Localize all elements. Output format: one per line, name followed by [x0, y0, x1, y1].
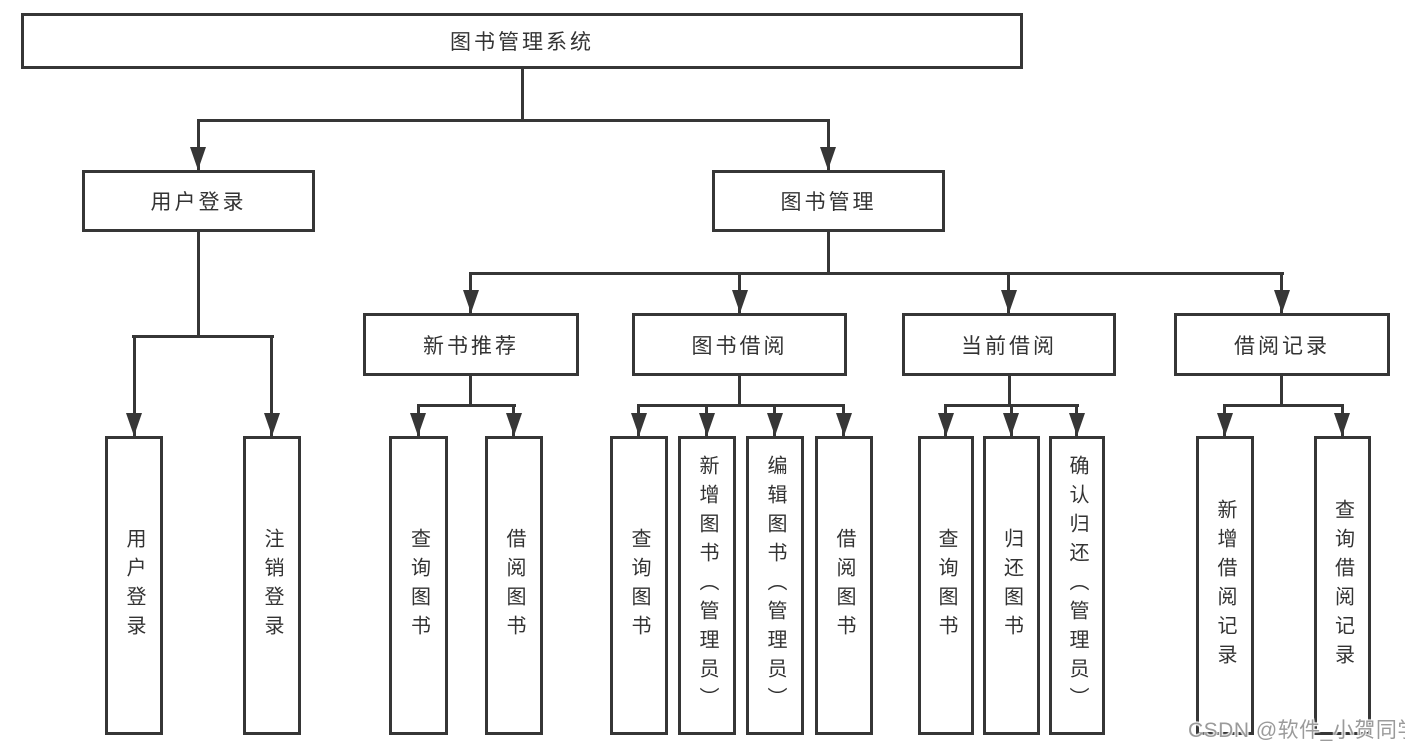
node-label: 查询图书 [628, 527, 650, 644]
node-label: 编辑图书（管理员） [764, 455, 786, 716]
leaf-add-book-admin: 新增图书（管理员） [678, 436, 736, 735]
arrow-down-icon [1069, 413, 1085, 436]
node-current-borrow: 当前借阅 [902, 313, 1116, 376]
arrow-down-icon [1274, 290, 1290, 313]
arrow-down-icon [1001, 290, 1017, 313]
node-label: 归还图书 [1000, 527, 1023, 644]
line [827, 232, 830, 272]
leaf-confirm-return-admin: 确认归还（管理员） [1049, 436, 1105, 735]
line [132, 335, 274, 338]
node-label: 查询图书 [935, 527, 957, 644]
leaf-query-book-borrow: 查询图书 [610, 436, 668, 735]
node-label: 注销登录 [261, 527, 283, 644]
arrow-down-icon [631, 413, 647, 436]
arrow-down-icon [1003, 413, 1019, 436]
node-label: 图书管理系统 [450, 31, 594, 54]
leaf-query-book-recommend: 查询图书 [389, 436, 448, 735]
line [1008, 376, 1011, 404]
arrow-down-icon [732, 290, 748, 313]
node-label: 借阅图书 [833, 527, 855, 644]
line [1280, 376, 1283, 404]
line [197, 232, 200, 335]
leaf-logout: 注销登录 [243, 436, 301, 735]
line [270, 335, 273, 436]
leaf-query-borrow-record: 查询借阅记录 [1314, 436, 1371, 735]
arrow-down-icon [264, 413, 280, 436]
arrow-down-icon [1334, 413, 1350, 436]
node-label: 图书管理 [780, 191, 877, 214]
leaf-borrow-book-recommend: 借阅图书 [485, 436, 543, 735]
arrow-down-icon [126, 413, 142, 436]
node-root: 图书管理系统 [21, 13, 1023, 69]
line [469, 376, 472, 404]
node-book-borrow: 图书借阅 [632, 313, 847, 376]
node-book-management: 图书管理 [712, 170, 945, 232]
arrow-down-icon [938, 413, 954, 436]
node-borrow-record: 借阅记录 [1174, 313, 1390, 376]
node-label: 借阅记录 [1234, 334, 1330, 358]
node-label: 新增借阅记录 [1214, 498, 1236, 673]
line [521, 69, 524, 119]
leaf-return-book: 归还图书 [983, 436, 1040, 735]
node-label: 用户登录 [150, 191, 247, 214]
line [197, 119, 830, 122]
leaf-borrow-book-borrow: 借阅图书 [815, 436, 873, 735]
line [197, 119, 200, 170]
arrow-down-icon [767, 413, 783, 436]
leaf-query-book-current: 查询图书 [918, 436, 974, 735]
leaf-user-login: 用户登录 [105, 436, 163, 735]
arrow-down-icon [463, 290, 479, 313]
watermark-text: CSDN @软件_小贺同学 [1188, 719, 1405, 742]
arrow-down-icon [190, 147, 206, 170]
arrow-down-icon [820, 147, 836, 170]
node-label: 当前借阅 [961, 334, 1057, 358]
node-label: 新书推荐 [423, 334, 519, 358]
node-label: 确认归还（管理员） [1066, 455, 1088, 716]
arrow-down-icon [699, 413, 715, 436]
line [469, 272, 1284, 275]
arrow-down-icon [836, 413, 852, 436]
node-label: 用户登录 [123, 527, 145, 644]
node-label: 新增图书（管理员） [696, 455, 718, 716]
leaf-add-borrow-record: 新增借阅记录 [1196, 436, 1254, 735]
arrow-down-icon [1217, 413, 1233, 436]
leaf-edit-book-admin: 编辑图书（管理员） [746, 436, 804, 735]
node-label: 查询图书 [407, 527, 430, 644]
line [1223, 404, 1344, 407]
node-new-book-recommend: 新书推荐 [363, 313, 579, 376]
line [827, 119, 830, 170]
node-label: 查询借阅记录 [1331, 498, 1354, 673]
arrow-down-icon [506, 413, 522, 436]
node-user-login: 用户登录 [82, 170, 315, 232]
line [133, 335, 136, 436]
line [417, 404, 516, 407]
arrow-down-icon [410, 413, 426, 436]
line [738, 376, 741, 404]
line [637, 404, 845, 407]
node-label: 图书借阅 [691, 334, 788, 358]
node-label: 借阅图书 [503, 527, 525, 644]
